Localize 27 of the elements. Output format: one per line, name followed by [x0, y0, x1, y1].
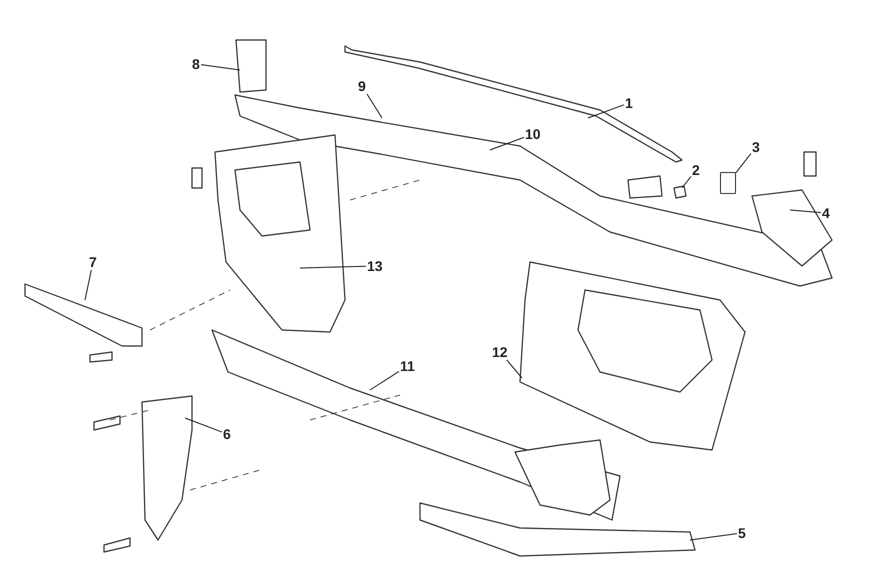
callout-number: 7: [88, 254, 98, 270]
callout-number: 4: [821, 205, 831, 221]
callout-number: 6: [222, 426, 232, 442]
callout-number: 2: [691, 162, 701, 178]
callout-number: 10: [524, 126, 542, 142]
leader-line: [736, 152, 752, 174]
leader-line: [366, 94, 382, 118]
callout-number: 5: [737, 525, 747, 541]
bolt-part: [720, 172, 736, 194]
leader-line: [84, 270, 92, 300]
leader-line: [588, 104, 624, 118]
leader-line: [490, 136, 524, 150]
leader-line: [690, 533, 738, 540]
leader-line: [184, 418, 222, 433]
leader-line: [300, 266, 366, 268]
callout-number: 13: [366, 258, 384, 274]
leader-line: [200, 64, 240, 70]
leader-line: [682, 176, 692, 188]
callout-number: 11: [399, 358, 416, 374]
leader-line: [506, 360, 522, 378]
leader-line: [370, 370, 400, 390]
callout-number: 9: [357, 78, 367, 94]
callout-number: 8: [191, 56, 201, 72]
callout-number: 3: [751, 139, 761, 155]
callout-number: 1: [624, 95, 634, 111]
callout-number: 12: [491, 344, 509, 360]
leader-line: [790, 210, 822, 214]
